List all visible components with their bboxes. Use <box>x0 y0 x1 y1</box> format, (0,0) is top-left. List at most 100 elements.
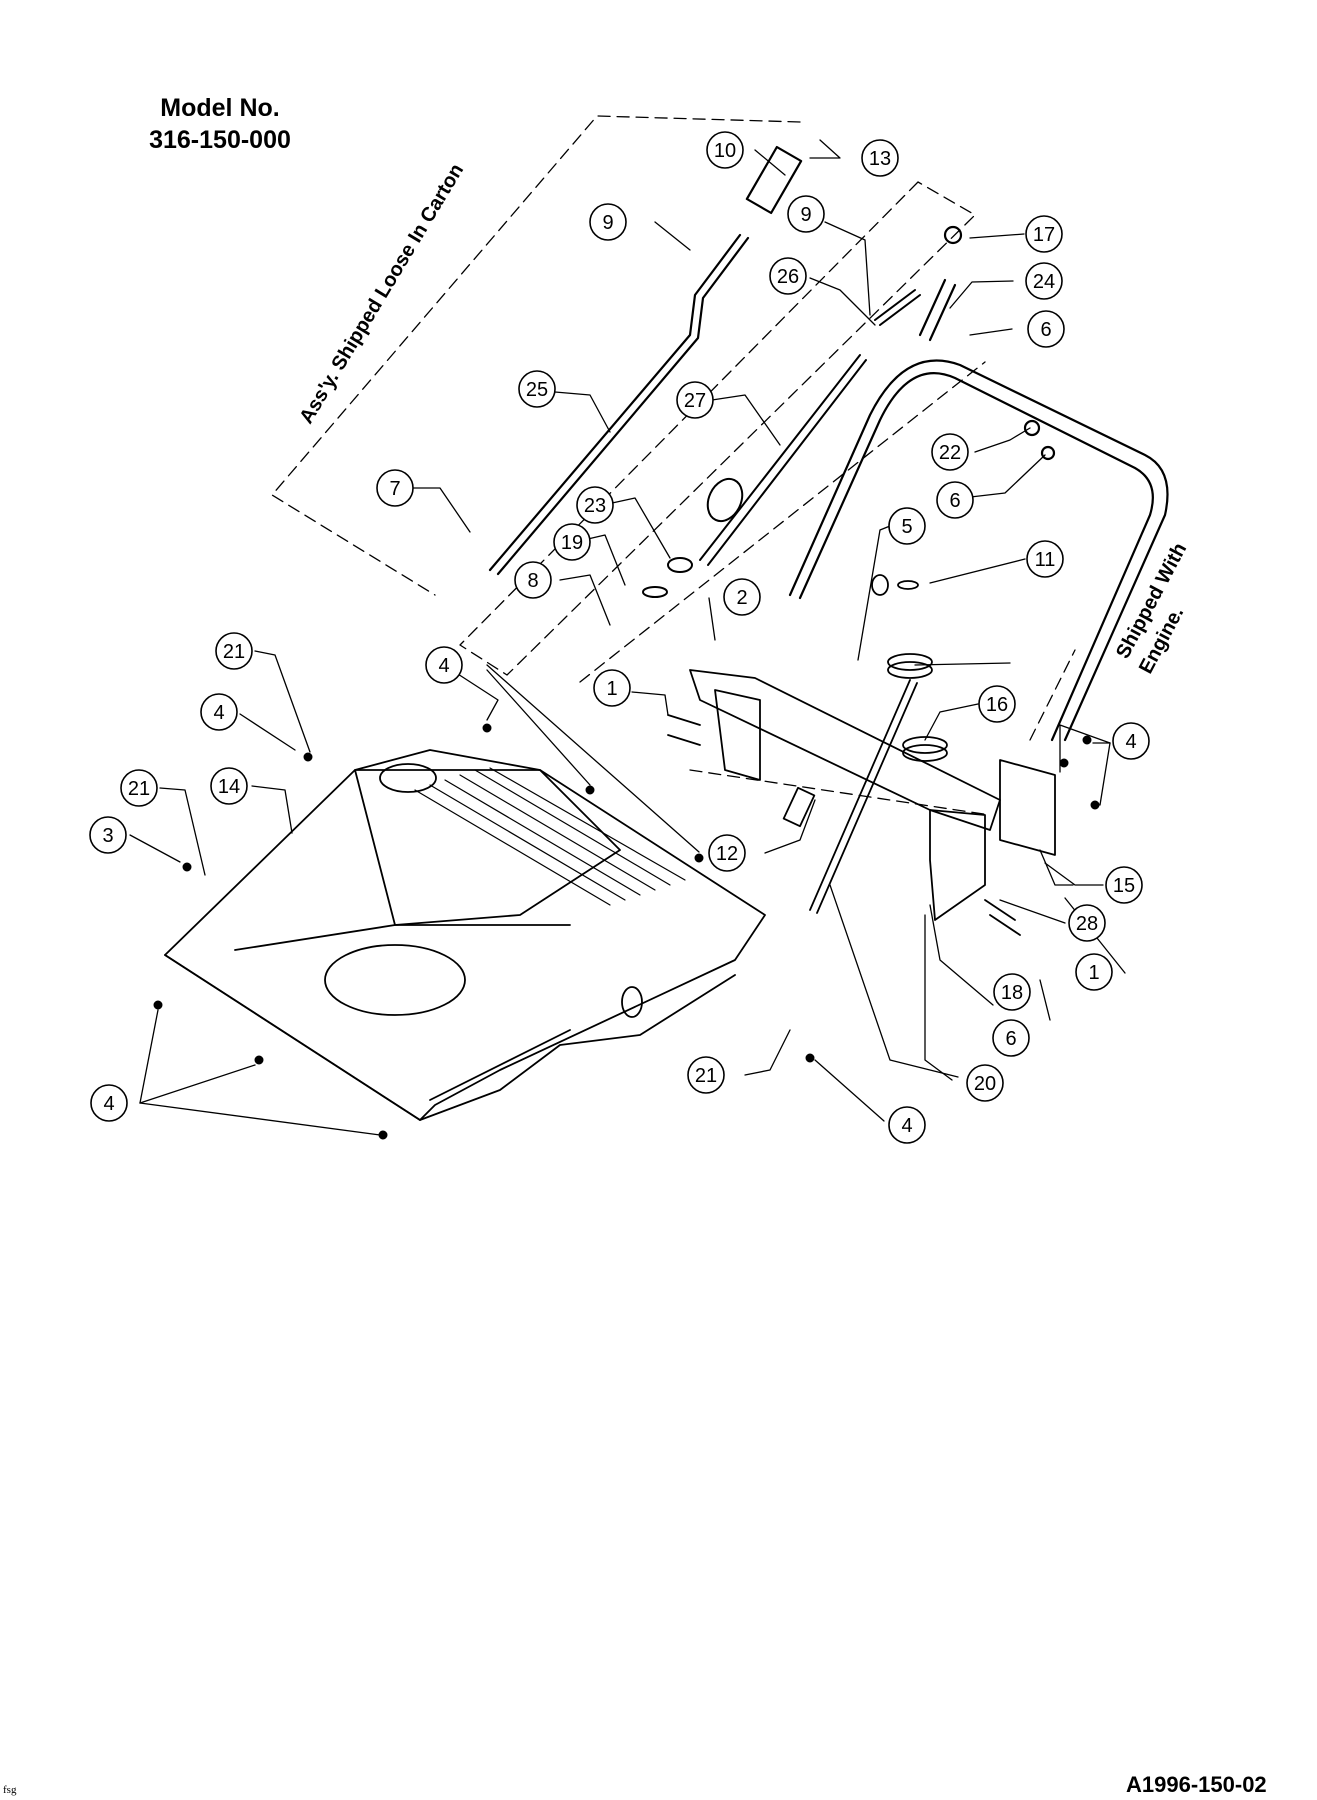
callout-22: 22 <box>931 433 969 471</box>
callout-number: 19 <box>561 532 583 554</box>
callout-15: 15 <box>1105 866 1143 904</box>
callout-number: 6 <box>1040 319 1051 341</box>
callout-number: 25 <box>526 379 548 401</box>
callout-4: 4 <box>200 693 238 731</box>
callout-number: 24 <box>1033 271 1055 293</box>
model-title: Model No. 316-150-000 <box>120 92 320 156</box>
callout-number: 4 <box>103 1093 114 1115</box>
engine-outline <box>579 361 1076 816</box>
callout-number: 4 <box>1125 731 1136 753</box>
callout-number: 5 <box>901 516 912 538</box>
callout-circle <box>993 973 1031 1011</box>
callout-number: 3 <box>102 825 113 847</box>
callout-1: 1 <box>593 669 631 707</box>
callout-number: 9 <box>800 204 811 226</box>
callout-circle <box>576 486 614 524</box>
callout-5: 5 <box>888 507 926 545</box>
callout-number: 21 <box>695 1065 717 1087</box>
callout-6: 6 <box>1027 310 1065 348</box>
callout-4: 4 <box>90 1084 128 1122</box>
bracket-assembly <box>667 574 1056 936</box>
loose-assembly-outline <box>271 115 976 676</box>
callout-circle <box>376 469 414 507</box>
callout-21: 21 <box>120 769 158 807</box>
callout-circle <box>931 433 969 471</box>
callout-19: 19 <box>553 523 591 561</box>
callout-circle <box>936 481 974 519</box>
callout-circle <box>787 195 825 233</box>
callout-14: 14 <box>210 767 248 805</box>
callout-4: 4 <box>1112 722 1150 760</box>
callout-circle <box>90 1084 128 1122</box>
callout-number: 1 <box>1088 962 1099 984</box>
upper-handle <box>488 145 803 576</box>
callout-circle <box>861 139 899 177</box>
callout-23: 23 <box>576 486 614 524</box>
callout-10: 10 <box>706 131 744 169</box>
callout-4: 4 <box>425 646 463 684</box>
callout-circle <box>676 381 714 419</box>
callout-circle <box>992 1019 1030 1057</box>
callout-number: 4 <box>438 655 449 677</box>
model-number: 316-150-000 <box>149 126 291 154</box>
callout-circle <box>706 131 744 169</box>
callout-21: 21 <box>215 632 253 670</box>
callout-2: 2 <box>723 578 761 616</box>
control-rod <box>642 289 921 598</box>
drawing-number: A1996-150-02 <box>1126 1772 1267 1797</box>
callout-24: 24 <box>1025 262 1063 300</box>
model-label: Model No. <box>160 94 280 122</box>
callout-28: 28 <box>1068 904 1106 942</box>
callout-circle <box>888 507 926 545</box>
callout-1: 1 <box>1075 953 1113 991</box>
callout-number: 4 <box>213 702 224 724</box>
chute-housing <box>164 749 766 1121</box>
callout-number: 23 <box>584 495 606 517</box>
callout-circle <box>1112 722 1150 760</box>
callout-11: 11 <box>1026 540 1064 578</box>
callout-26: 26 <box>769 257 807 295</box>
callout-number: 14 <box>218 776 240 798</box>
callout-6: 6 <box>936 481 974 519</box>
callout-circle <box>589 203 627 241</box>
callout-number: 10 <box>714 140 736 162</box>
callout-circle <box>518 370 556 408</box>
callout-circle <box>514 561 552 599</box>
callout-circle <box>1105 866 1143 904</box>
callout-number: 26 <box>777 266 799 288</box>
callout-circle <box>215 632 253 670</box>
callout-3: 3 <box>89 816 127 854</box>
callout-number: 22 <box>939 442 961 464</box>
callout-circle <box>1027 310 1065 348</box>
corner-tag: fsg <box>3 1784 17 1796</box>
callout-circle <box>978 685 1016 723</box>
callout-circle <box>89 816 127 854</box>
callout-number: 7 <box>389 478 400 500</box>
callout-17: 17 <box>1025 215 1063 253</box>
note-loose-in-carton: Ass'y. Shipped Loose In Carton <box>295 160 468 428</box>
callout-number: 11 <box>1035 549 1056 571</box>
callout-number: 21 <box>223 641 245 663</box>
callout-number: 8 <box>527 570 538 592</box>
callout-8: 8 <box>514 561 552 599</box>
callout-number: 2 <box>736 587 747 609</box>
callout-circle <box>200 693 238 731</box>
callout-27: 27 <box>676 381 714 419</box>
callout-number: 20 <box>974 1073 996 1095</box>
callout-number: 6 <box>949 490 960 512</box>
callout-number: 27 <box>684 390 706 412</box>
callout-number: 4 <box>901 1115 912 1137</box>
callout-circle <box>553 523 591 561</box>
callout-25: 25 <box>518 370 556 408</box>
callout-circle <box>769 257 807 295</box>
callout-circle <box>687 1056 725 1094</box>
callout-16: 16 <box>978 685 1016 723</box>
washer-23 <box>667 557 693 573</box>
callout-number: 15 <box>1113 875 1135 897</box>
callout-circle <box>1068 904 1106 942</box>
callout-circle <box>723 578 761 616</box>
callout-circle <box>425 646 463 684</box>
callout-circle <box>708 834 746 872</box>
callout-4: 4 <box>888 1106 926 1144</box>
